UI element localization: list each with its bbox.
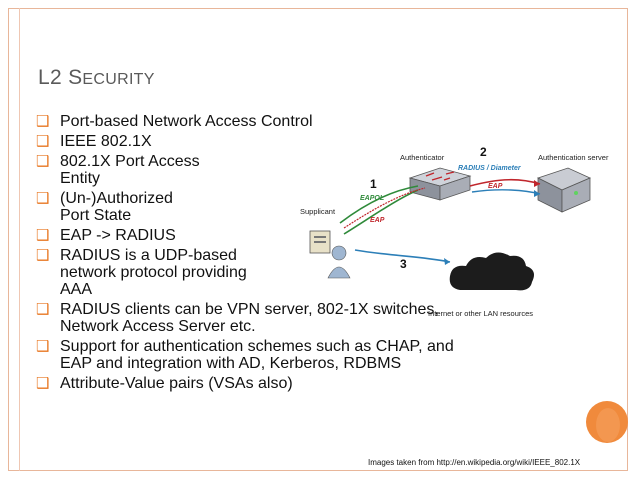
title-part-3: ECURITY (82, 71, 155, 88)
image-caption: Images taken from http://en.wikipedia.or… (368, 458, 581, 467)
step-3-label: 3 (400, 257, 407, 271)
bullet-text-line: Entity (60, 170, 101, 187)
server-icon (536, 167, 591, 213)
slide-frame (8, 8, 628, 471)
bullet-marker-icon: ❑ (36, 189, 50, 207)
bullet-text-line: Network Access Server etc. (60, 318, 256, 335)
bullet-text-line: EAP -> RADIUS (60, 227, 176, 244)
bullet-item: ❑ IEEE 802.1X (36, 132, 454, 151)
bullet-marker-icon: ❑ (36, 112, 50, 130)
supplicant-computer-icon (309, 230, 351, 279)
eapol-arrow-up (339, 185, 419, 224)
bullet-marker-icon: ❑ (36, 152, 50, 170)
eapol-arrow-down (343, 189, 419, 235)
bullet-marker-icon: ❑ (36, 337, 50, 355)
bullet-item: ❑ Attribute-Value pairs (VSAs also) (36, 374, 454, 393)
bullet-marker-icon: ❑ (36, 374, 50, 392)
bullet-text-line: EAP and integration with AD, Kerberos, R… (60, 355, 402, 372)
slide-title: L2 SECURITY (38, 66, 155, 90)
bullet-text-line: network protocol providing (60, 264, 247, 281)
bullet-text-line: Attribute-Value pairs (VSAs also) (60, 375, 293, 392)
bullet-marker-icon: ❑ (36, 246, 50, 264)
bullet-text-line: (Un-)Authorized (60, 190, 173, 207)
decorative-circle-highlight (596, 408, 620, 442)
bullet-text-line: AAA (60, 281, 93, 298)
bullet-text-line: RADIUS clients can be VPN server, 802-1X… (60, 301, 439, 318)
step-1-label: 1 (370, 177, 377, 191)
supplicant-label: Supplicant (300, 207, 336, 216)
bullet-list: ❑ Port-based Network Access Control ❑ IEEE … (36, 113, 454, 395)
title-part-1: L (38, 66, 50, 89)
bullet-marker-icon: ❑ (36, 132, 50, 150)
bullet-item: ❑ Support for authentication schemes such… (36, 337, 454, 373)
bullet-text-line: Support for authentication schemes such … (60, 338, 454, 355)
authenticator-label: Authenticator (400, 153, 445, 162)
bullet-marker-icon: ❑ (36, 300, 50, 318)
eap-arrow-right (469, 178, 541, 187)
bullet-item: ❑ RADIUS clients can be VPN server, 802-1… (36, 300, 454, 336)
bullet-item: ❑ EAP -> RADIUS (36, 226, 454, 245)
eap-right-label: EAP (488, 183, 503, 190)
eap-left-label: EAP (370, 217, 385, 224)
ieee-8021x-diagram: Authenticator Authentication server Supp… (300, 145, 609, 318)
bullet-text-line: IEEE 802.1X (60, 133, 152, 150)
radius-diameter-label: RADIUS / Diameter (458, 165, 522, 172)
radius-arrow (471, 189, 541, 195)
bullet-text-line: 802.1X Port Access (60, 153, 200, 170)
internet-label: Internet or other LAN resources (428, 309, 533, 318)
eapol-label: EAPOL (360, 195, 384, 202)
bullet-marker-icon: ❑ (36, 226, 50, 244)
bullet-text-line: Port-based Network Access Control (60, 113, 313, 130)
slide-margin-line (19, 8, 20, 471)
resource-arrow (354, 249, 451, 263)
cloud-icon (449, 252, 534, 291)
eap-arrow-left (343, 187, 426, 229)
title-part-2: 2 S (49, 66, 83, 89)
authentication-server-label: Authentication server (538, 153, 609, 162)
bullet-text-line: RADIUS is a UDP-based (60, 247, 237, 264)
bullet-item: ❑ Port-based Network Access Control (36, 112, 454, 131)
step-2-label: 2 (480, 145, 487, 159)
bullet-text-line: Port State (60, 207, 132, 224)
switch-icon (408, 167, 472, 201)
